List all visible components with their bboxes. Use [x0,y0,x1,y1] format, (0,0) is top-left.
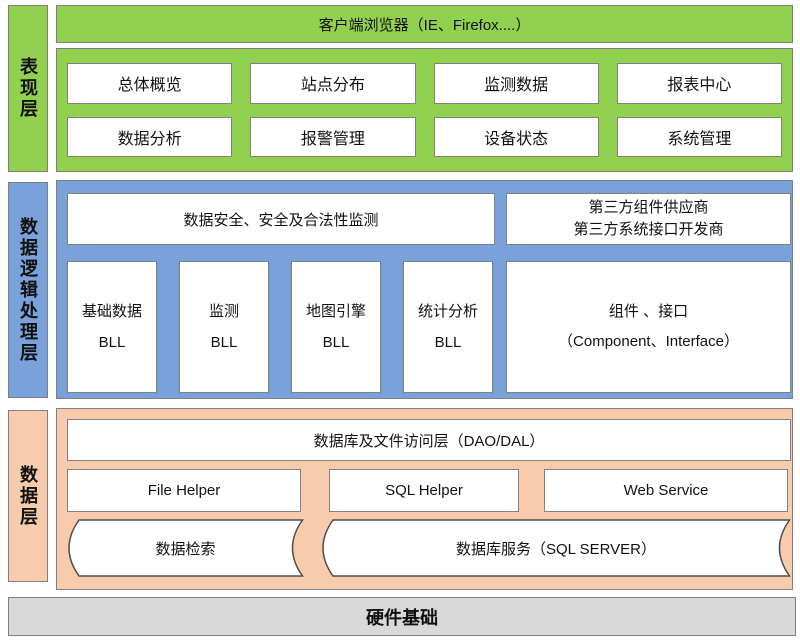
bll-basic-data-name: 基础数据 [81,302,142,320]
logic-layer-panel: 数据安全、安全及合法性监测 第三方组件供应商 第三方系统接口开发商 基础数据 B… [56,180,793,399]
third-party-line1: 第三方组件供应商 [588,198,709,216]
module-overview: 总体概览 [67,63,233,104]
bll-map-engine-suffix: BLL [322,334,350,351]
web-service-box: Web Service [544,469,788,512]
logic-layer-label-text: 数据逻辑处理层 [18,216,38,364]
hardware-foundation-bar: 硬件基础 [8,597,796,636]
component-interface-box: 组件 、接口 （Component、Interface） [506,261,791,393]
bll-monitoring-name: 监测 [208,302,239,320]
data-layer-label-text: 数据层 [18,464,38,528]
file-helper-box: File Helper [67,469,301,512]
bll-map-engine-box: 地图引擎 BLL [291,261,381,393]
data-retrieval-label: 数据检索 [155,540,216,558]
module-data-analysis: 数据分析 [67,116,233,157]
third-party-box: 第三方组件供应商 第三方系统接口开发商 [506,193,791,245]
database-service-label: 数据库服务（SQL SERVER） [455,540,657,558]
module-system-management: 系统管理 [616,116,782,157]
data-retrieval-store: 数据检索 [67,519,304,577]
presentation-layer-label: 表现层 [8,5,48,172]
presentation-modules-panel: 总体概览 站点分布 监测数据 报表中心 数据分析 报警管理 设备状态 系统管理 [56,48,793,172]
bll-monitoring-suffix: BLL [210,334,238,351]
data-security-box: 数据安全、安全及合法性监测 [67,193,495,245]
stored-data-shape [322,519,791,577]
bll-statistics-suffix: BLL [434,334,462,351]
client-browser-bar: 客户端浏览器（IE、Firefox....） [56,5,793,43]
bll-map-engine-name: 地图引擎 [305,302,366,320]
sql-helper-box: SQL Helper [329,469,519,512]
bll-basic-data-suffix: BLL [98,334,126,351]
module-monitoring-data: 监测数据 [433,63,599,104]
bll-statistics-box: 统计分析 BLL [403,261,493,393]
logic-layer-label: 数据逻辑处理层 [8,182,48,398]
bll-statistics-name: 统计分析 [417,302,478,320]
hardware-foundation-text: 硬件基础 [366,607,438,628]
module-site-distribution: 站点分布 [250,63,416,104]
bll-monitoring-box: 监测 BLL [179,261,269,393]
third-party-line2: 第三方系统接口开发商 [573,221,724,238]
component-interface-line1: 组件 、接口 [608,303,689,320]
stored-data-shape [68,519,304,577]
database-service-store: 数据库服务（SQL SERVER） [321,519,791,577]
bll-basic-data-box: 基础数据 BLL [67,261,157,393]
module-report-center: 报表中心 [616,63,782,104]
client-browser-bar-text: 客户端浏览器（IE、Firefox....） [318,16,531,34]
data-layer-label: 数据层 [8,410,48,582]
presentation-layer-label-text: 表现层 [18,57,38,120]
dao-dal-bar: 数据库及文件访问层（DAO/DAL） [67,419,791,461]
component-interface-line2: （Component、Interface） [558,333,739,350]
data-layer-panel: 数据库及文件访问层（DAO/DAL） File Helper SQL Helpe… [56,408,793,590]
module-device-status: 设备状态 [433,116,599,157]
module-alarm-management: 报警管理 [250,116,416,157]
